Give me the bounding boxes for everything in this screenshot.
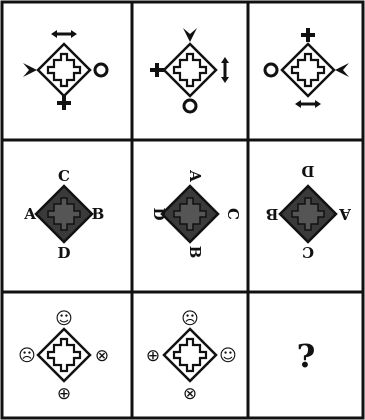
chevron-icon	[183, 28, 197, 42]
double-arrow-icon	[221, 57, 229, 83]
label-bottom: B	[186, 246, 204, 259]
row1-cell2-figure	[150, 28, 229, 112]
smile-face-icon: ☺	[219, 346, 237, 366]
chevron-icon	[335, 63, 349, 77]
plus-icon	[57, 96, 71, 110]
circle-icon	[265, 64, 277, 76]
label-top: A	[186, 169, 204, 182]
label-right: B	[92, 205, 105, 223]
row2-cell2-figure: A D C B	[150, 169, 242, 258]
circled-times-icon: ⊗	[95, 346, 109, 366]
sad-face-icon: ☹	[181, 309, 199, 329]
circled-plus-icon: ⊕	[146, 346, 160, 366]
row2-cell1-figure: C A B D	[23, 167, 104, 262]
label-bottom: C	[302, 243, 314, 261]
question-mark: ?	[297, 337, 316, 375]
sad-face-icon: ☹	[18, 346, 36, 366]
label-right: C	[224, 208, 242, 220]
plus-icon	[150, 63, 164, 77]
row3-cell1-figure: ☺ ☹ ⊗ ⊕	[18, 309, 109, 404]
circle-icon	[184, 100, 196, 112]
circle-icon	[95, 64, 107, 76]
circled-times-icon: ⊗	[183, 384, 197, 404]
label-bottom: D	[57, 244, 70, 262]
label-top: D	[301, 162, 314, 180]
row1-cell3-figure	[265, 28, 349, 108]
smile-face-icon: ☺	[55, 309, 73, 329]
row1-cell1-figure	[23, 30, 107, 110]
row3-cell2-figure: ☹ ⊕ ☺ ⊗	[146, 309, 237, 404]
label-left: D	[150, 207, 168, 220]
row2-cell3-figure: D B A C	[266, 162, 352, 261]
label-left: B	[266, 205, 279, 223]
label-top: C	[58, 167, 70, 185]
chevron-icon	[23, 63, 37, 77]
double-arrow-icon	[51, 30, 77, 38]
circled-plus-icon: ⊕	[57, 384, 71, 404]
double-arrow-icon	[295, 100, 321, 108]
plus-icon	[301, 28, 315, 42]
label-right: A	[339, 205, 352, 223]
label-left: A	[23, 205, 36, 223]
